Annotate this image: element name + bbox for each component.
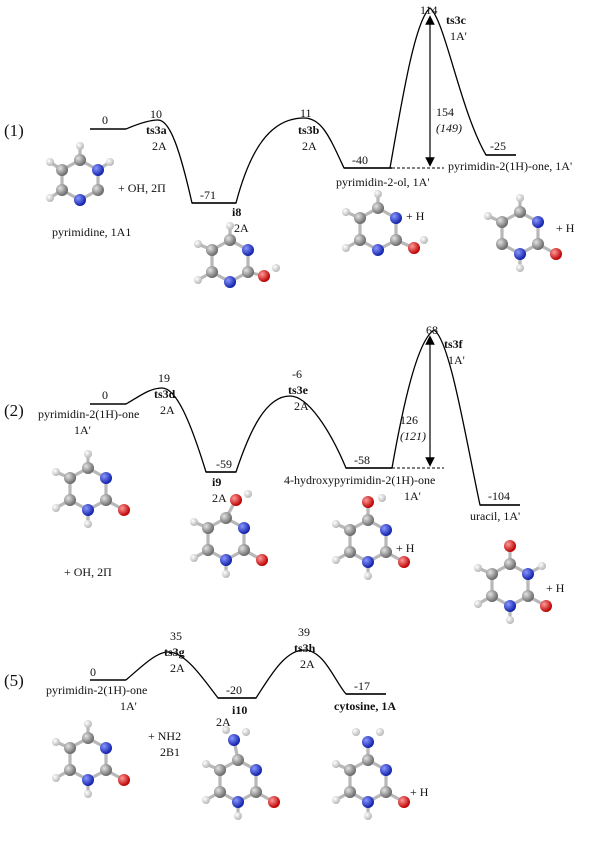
name-ts3g: ts3g xyxy=(164,645,185,659)
energy-prod-1: -25 xyxy=(490,139,506,153)
state-reactant-5: 1A' xyxy=(120,699,137,713)
barrier-2: 126 xyxy=(400,413,418,427)
energy-i9: -59 xyxy=(216,457,232,471)
name-ts3h: ts3h xyxy=(294,641,316,655)
state-i9: 2A xyxy=(212,491,227,505)
name-ts3a: ts3a xyxy=(146,123,167,137)
name-int-1: pyrimidin-2-ol, 1A' xyxy=(336,175,430,189)
state-ts3e: 2A xyxy=(294,399,309,413)
energy-prod-2: -104 xyxy=(488,489,510,503)
molecule-4-hydroxypyrimidinone xyxy=(332,494,410,580)
energy-prod-5: -17 xyxy=(354,679,370,693)
energy-reactant-5: 0 xyxy=(90,665,96,679)
energy-ts3c: 114 xyxy=(420,3,438,17)
pes-curve-1 xyxy=(125,7,516,204)
energy-int-2: -58 xyxy=(354,453,370,467)
name-i9: i9 xyxy=(212,475,221,489)
reagent-1: + OH, 2Π xyxy=(118,181,166,195)
state-ts3c: 1A' xyxy=(450,29,467,43)
energy-i10: -20 xyxy=(226,683,242,697)
barrier-alt-2: (121) xyxy=(400,429,426,443)
energy-ts3h: 39 xyxy=(298,625,310,639)
molecule-pyrimidinone-5 xyxy=(52,720,130,798)
name-prod-1: pyrimidin-2(1H)-one, 1A' xyxy=(448,159,572,173)
molecule-pyrimidine xyxy=(46,142,114,206)
molecule-pyrimidinone-2 xyxy=(52,450,130,528)
name-int-2: 4-hydroxypyrimidin-2(1H)-one xyxy=(284,473,435,487)
name-reactant-2: pyrimidin-2(1H)-one xyxy=(38,407,139,421)
energy-ts3e: -6 xyxy=(292,367,302,381)
plus-h-2b: + H xyxy=(546,581,565,595)
panel-2: (2) 0 pyrimidin-2(1H)-one 1A' 19 ts3d 2A… xyxy=(4,323,565,624)
molecule-pyrimidin-2-ol xyxy=(342,190,428,256)
reagent-2: + OH, 2Π xyxy=(64,565,112,579)
panel-5-label: (5) xyxy=(4,671,24,690)
state-ts3d: 2A xyxy=(160,403,175,417)
energy-int-1: -40 xyxy=(352,153,368,167)
pes-curve-5 xyxy=(125,649,386,699)
molecule-uracil xyxy=(474,540,552,624)
name-ts3b: ts3b xyxy=(298,123,320,137)
state-int-2: 1A' xyxy=(404,489,421,503)
plus-h-1a: + H xyxy=(406,209,425,223)
name-reactant-1: pyrimidine, 1A1 xyxy=(52,225,131,239)
name-ts3c: ts3c xyxy=(446,13,467,27)
barrier-alt-1: (149) xyxy=(436,121,462,135)
name-i10: i10 xyxy=(232,703,247,717)
state-ts3b: 2A xyxy=(302,139,317,153)
molecule-pyrimidinone-1 xyxy=(484,194,562,272)
state-ts3g: 2A xyxy=(170,661,185,675)
state-i8: 2A xyxy=(234,221,249,235)
state-ts3a: 2A xyxy=(152,139,167,153)
molecule-i8 xyxy=(194,222,280,288)
reagent-5: + NH2 xyxy=(148,729,181,743)
state-reactant-2: 1A' xyxy=(74,423,91,437)
energy-reactant: 0 xyxy=(102,113,108,127)
molecule-i9 xyxy=(190,490,268,578)
state-ts3h: 2A xyxy=(300,657,315,671)
panel-1: (1) 0 10 ts3a 2A -71 i8 2A 11 ts3b 2A -4… xyxy=(4,3,575,288)
panel-5: (5) 0 pyrimidin-2(1H)-one 1A' 35 ts3g 2A… xyxy=(4,625,429,820)
reagent-state-5: 2B1 xyxy=(160,745,180,759)
plus-h-5: + H xyxy=(410,785,429,799)
name-prod-2: uracil, 1A' xyxy=(470,509,520,523)
pes-curve-2 xyxy=(125,329,520,506)
state-ts3f: 1A' xyxy=(448,353,465,367)
energy-reactant-2: 0 xyxy=(102,388,108,402)
plus-h-2a: + H xyxy=(396,541,415,555)
energy-i8: -71 xyxy=(200,188,216,202)
name-ts3e: ts3e xyxy=(288,383,309,397)
energy-ts3g: 35 xyxy=(170,629,182,643)
name-ts3d: ts3d xyxy=(154,387,176,401)
state-i10: 2A xyxy=(216,715,231,729)
molecule-cytosine xyxy=(332,728,410,820)
plus-h-1b: + H xyxy=(556,221,575,235)
name-ts3f: ts3f xyxy=(444,337,464,351)
energy-ts3f: 68 xyxy=(426,323,438,337)
panel-2-label: (2) xyxy=(4,401,24,420)
energy-ts3a: 10 xyxy=(150,107,162,121)
panel-1-label: (1) xyxy=(4,121,24,140)
barrier-1: 154 xyxy=(436,105,454,119)
energy-ts3b: 11 xyxy=(300,106,312,120)
name-i8: i8 xyxy=(232,205,241,219)
name-reactant-5: pyrimidin-2(1H)-one xyxy=(46,683,147,697)
molecule-i10 xyxy=(202,726,280,820)
energy-ts3d: 19 xyxy=(158,371,170,385)
name-prod-5: cytosine, 1A xyxy=(334,699,396,713)
